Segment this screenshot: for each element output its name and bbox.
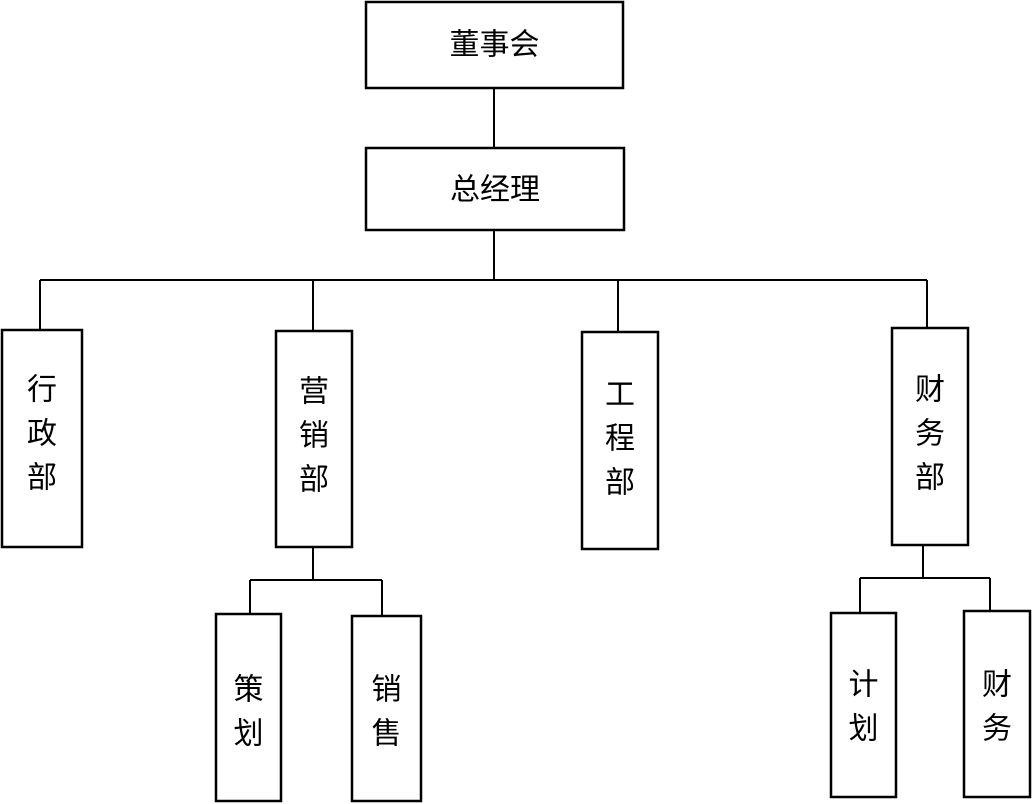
plan-label: 计划 <box>849 668 879 747</box>
sales-box <box>350 614 423 803</box>
general-manager-box <box>364 146 626 232</box>
node-finance-sub: 财务 <box>962 609 1032 799</box>
node-sales: 销售 <box>350 614 423 803</box>
node-board: 董事会 <box>364 0 625 90</box>
node-finance-department: 财务部 <box>890 326 970 547</box>
general-manager-label: 总经理 <box>450 173 540 208</box>
finance-department-box <box>890 326 970 547</box>
planning-label: 策划 <box>234 673 264 752</box>
node-general-manager: 总经理 <box>364 146 626 232</box>
admin-department-label: 行政部 <box>27 373 57 496</box>
node-engineering-department: 工程部 <box>580 330 660 551</box>
engineering-department-label: 工程部 <box>605 378 635 501</box>
finance-department-label: 财务部 <box>915 373 945 496</box>
node-marketing-department: 营销部 <box>274 329 354 549</box>
node-plan: 计划 <box>829 611 898 799</box>
node-admin-department: 行政部 <box>0 328 84 549</box>
connector-lines <box>39 88 991 616</box>
board-box <box>364 0 625 90</box>
marketing-department-box <box>274 329 354 549</box>
board-label: 董事会 <box>450 28 540 63</box>
engineering-department-box <box>580 330 660 551</box>
plan-box <box>829 611 898 799</box>
node-planning: 策划 <box>214 612 283 803</box>
sales-label: 销售 <box>372 673 402 752</box>
admin-department-box <box>0 328 84 549</box>
finance-sub-label: 财务 <box>982 668 1012 747</box>
marketing-department-label: 营销部 <box>299 375 329 498</box>
finance-sub-box <box>962 609 1032 799</box>
planning-box <box>214 612 283 803</box>
